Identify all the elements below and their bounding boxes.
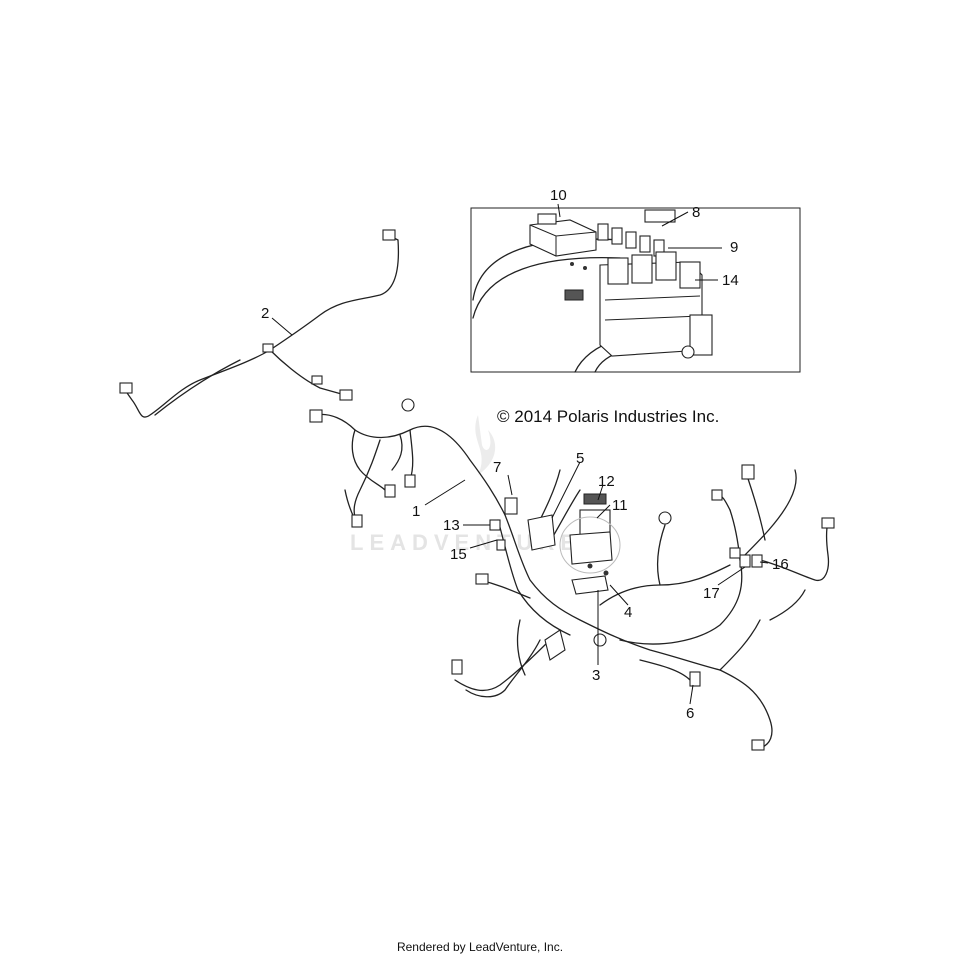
relay-part-10 (529, 213, 597, 257)
callout-12: 12 (598, 473, 615, 490)
inset-fuse-box-detail: 10 8 9 14 (470, 187, 801, 373)
footer-credit: Rendered by LeadVenture, Inc. (396, 940, 564, 954)
harness-part-2: 2 (119, 229, 400, 418)
main-harness-part-1 (309, 398, 835, 751)
copyright-text: © 2014 Polaris Industries Inc. (497, 407, 719, 426)
callout-8: 8 (692, 204, 700, 221)
callout-10: 10 (550, 187, 567, 204)
callout-13: 13 (443, 517, 460, 534)
fuse-block-part-14 (564, 251, 713, 359)
callout-7: 7 (493, 459, 501, 476)
fuses-part-8 (597, 209, 676, 257)
callout-3: 3 (592, 667, 600, 684)
callout-17: 17 (703, 585, 720, 602)
callout-2: 2 (261, 305, 269, 322)
watermark-flame-icon (475, 415, 496, 475)
callout-14: 14 (722, 272, 739, 289)
callout-5: 5 (576, 450, 584, 467)
callout-6: 6 (686, 705, 694, 722)
callout-16: 16 (772, 556, 789, 573)
callout-4: 4 (624, 604, 632, 621)
fuse-block-assembly-part-11 (559, 493, 621, 574)
leaders (424, 461, 769, 705)
callout-1: 1 (412, 503, 420, 520)
callout-15: 15 (450, 546, 467, 563)
callout-9: 9 (730, 239, 738, 256)
callout-11: 11 (612, 497, 628, 514)
